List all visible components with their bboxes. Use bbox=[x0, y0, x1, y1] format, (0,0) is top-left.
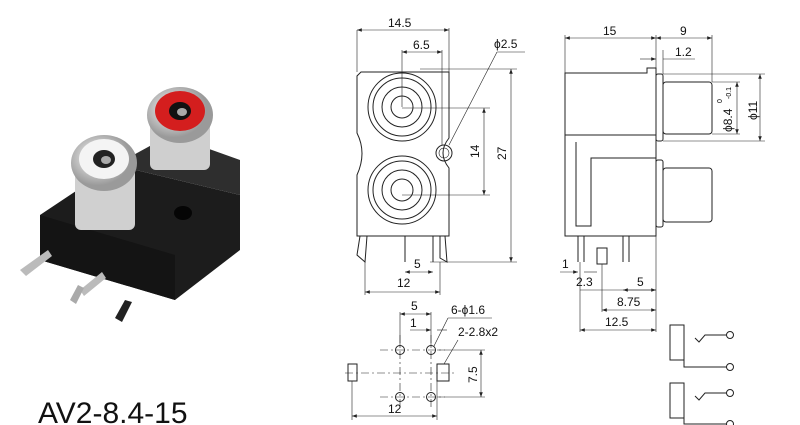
dim-flange: 1.2 bbox=[675, 45, 692, 59]
dim-front-offset: 6.5 bbox=[413, 38, 430, 52]
dim-front-width: 14.5 bbox=[388, 16, 412, 30]
dim-d1: 1 bbox=[562, 257, 569, 271]
dim-flange-dia: ϕ11 bbox=[746, 100, 760, 120]
dim-pin-pitch: 5 bbox=[414, 257, 421, 271]
dim-pin-span: 12 bbox=[397, 276, 411, 290]
side-view bbox=[560, 35, 765, 332]
dim-hole: ϕ2.5 bbox=[494, 37, 518, 51]
product-photo bbox=[20, 87, 240, 322]
dim-body-depth: 15 bbox=[603, 24, 617, 38]
dim-d2: 2.3 bbox=[576, 275, 593, 289]
dim-height: 27 bbox=[495, 146, 509, 160]
dim-fp-row-pitch: 7.5 bbox=[466, 366, 480, 383]
dim-fp-slots: 2-2.8x2 bbox=[458, 325, 498, 339]
dim-fp-offset: 1 bbox=[410, 316, 417, 330]
dim-plug-tol-lower: -0.1 bbox=[726, 87, 733, 99]
dim-fp-holes: 6-ϕ1.6 bbox=[451, 303, 485, 317]
dim-plug-tol-upper: 0 bbox=[717, 99, 724, 103]
model-label: AV2-8.4-15 bbox=[38, 397, 188, 425]
dim-fp-span: 12 bbox=[388, 402, 402, 416]
schematic-symbol bbox=[669, 324, 734, 425]
dim-d5: 12.5 bbox=[605, 315, 629, 329]
front-view bbox=[356, 28, 525, 295]
dim-plug-length: 9 bbox=[680, 24, 687, 38]
dim-fp-hole-pitch: 5 bbox=[411, 299, 418, 313]
pcb-footprint bbox=[345, 312, 492, 420]
dim-d4: 8.75 bbox=[617, 295, 641, 309]
dim-plug-dia: ϕ8.4 bbox=[721, 108, 735, 132]
dim-pitch: 14 bbox=[468, 144, 482, 158]
dim-d3: 5 bbox=[637, 275, 644, 289]
